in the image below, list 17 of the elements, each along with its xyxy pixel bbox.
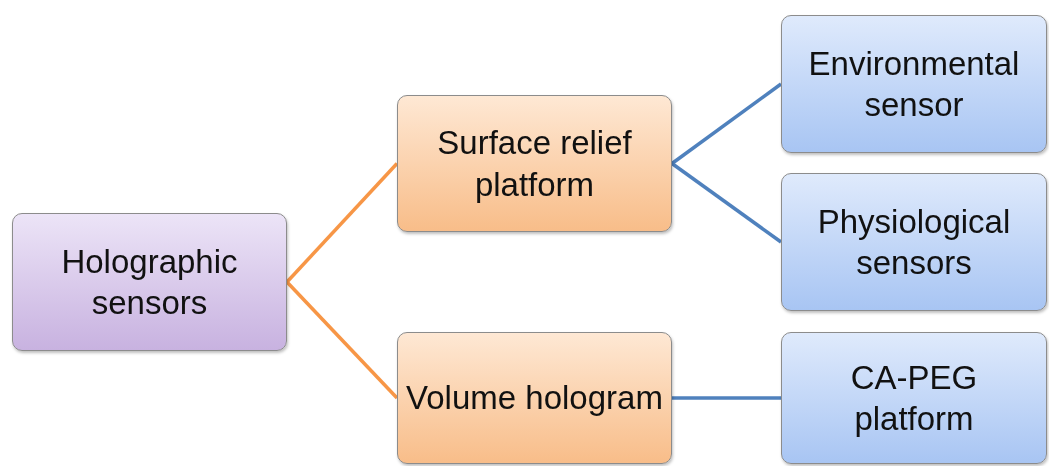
topic-box (781, 332, 1047, 464)
node-label: Surface relief platform (436, 123, 633, 205)
node-label: Holographic sensors (60, 241, 239, 323)
topic-box (781, 15, 1047, 153)
node-label: Volume hologram (405, 378, 664, 419)
node-label: CA-PEG platform (849, 357, 979, 439)
topic-box (397, 95, 672, 232)
connector-line (285, 162, 399, 284)
connector-line (670, 82, 783, 165)
connector-line (672, 396, 781, 400)
topic-box (781, 173, 1047, 311)
topic-box (397, 332, 672, 464)
connector-line (285, 280, 399, 400)
node-label: Physiological sensors (816, 201, 1012, 283)
topic-box (12, 213, 287, 351)
connector-line (670, 162, 783, 244)
node-label: Environmental sensor (807, 43, 1021, 125)
